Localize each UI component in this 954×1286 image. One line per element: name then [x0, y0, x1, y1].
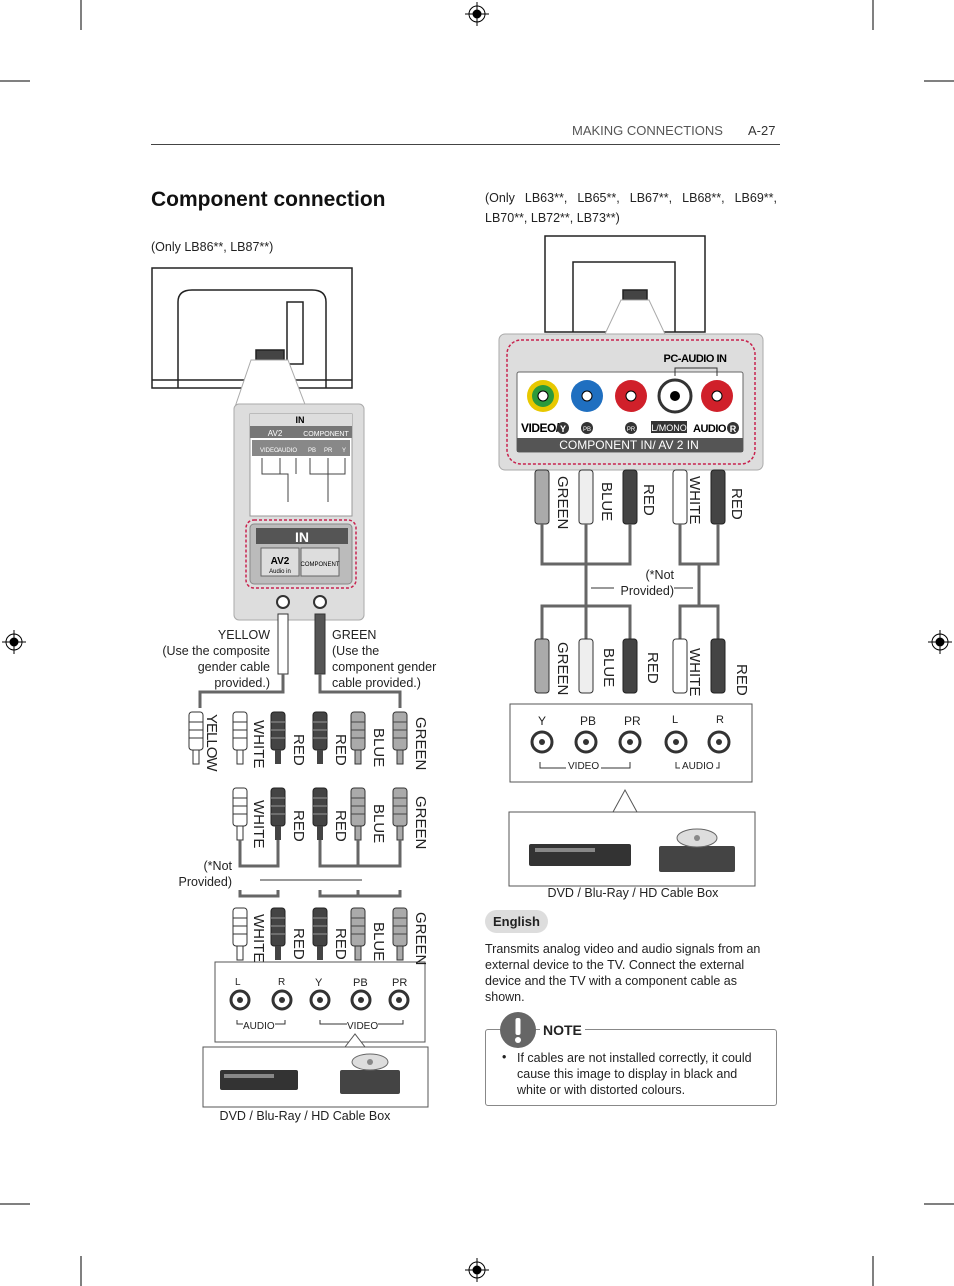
label-red: RED	[290, 810, 307, 842]
warning-icon	[500, 1012, 536, 1048]
plug-red	[270, 787, 286, 841]
dvd-player-icon	[529, 828, 735, 872]
svg-text:PB: PB	[583, 427, 591, 433]
label-white: WHITE	[250, 914, 267, 963]
svg-text:Y: Y	[342, 448, 346, 454]
label-green: GREEN	[412, 912, 429, 966]
label-green: GREEN	[412, 796, 429, 850]
label-blue: BLUE	[370, 804, 387, 844]
svg-text:Audio in: Audio in	[269, 569, 291, 575]
svg-text:PR: PR	[324, 448, 333, 454]
right-models: (Only LB63**, LB65**, LB67**, LB68**, LB…	[485, 191, 777, 225]
label-red: RED	[332, 734, 349, 766]
note-box	[485, 1029, 777, 1106]
svg-text:COMPONENT: COMPONENT	[303, 431, 349, 438]
right-diagram: COMPONENT IN/ AV 2 IN PC-AUDIO IN VIDEO/…	[498, 235, 764, 887]
svg-text:VIDEO/: VIDEO/	[521, 421, 560, 435]
svg-text:AUDIO: AUDIO	[278, 448, 297, 454]
plug-green	[392, 711, 408, 765]
label-green: GREEN	[554, 476, 571, 530]
plug-red	[270, 907, 286, 961]
svg-text:PC-AUDIO IN: PC-AUDIO IN	[664, 353, 728, 365]
svg-text:L/MONO: L/MONO	[651, 423, 687, 433]
label-white: WHITE	[686, 476, 703, 525]
plug-red	[312, 711, 328, 765]
plug-red	[270, 711, 286, 765]
panel-jacks-right	[527, 378, 733, 414]
page-number: A-27	[748, 123, 776, 138]
label-red: RED	[728, 488, 745, 520]
plug-green	[392, 787, 408, 841]
dvd-player-icon	[220, 1053, 400, 1094]
description: Transmits analog video and audio signals…	[485, 942, 761, 1004]
label-blue: BLUE	[370, 728, 387, 768]
plug-yellow	[188, 711, 204, 765]
panel-bar: COMPONENT IN/ AV 2 IN	[559, 438, 699, 452]
svg-text:AUDIO: AUDIO	[693, 423, 727, 435]
plug-white	[232, 787, 248, 841]
svg-text:PB: PB	[308, 448, 316, 454]
note-bullet: •	[502, 1050, 507, 1064]
language-badge: English	[485, 910, 548, 933]
plug-red	[312, 787, 328, 841]
left-device-caption: DVD / Blu-Ray / HD Cable Box	[219, 1109, 391, 1123]
plug-white	[232, 907, 248, 961]
label-yellow: YELLOW	[203, 714, 220, 771]
tv-back-right	[544, 235, 706, 333]
label-green: GREEN	[554, 642, 571, 696]
svg-text:AV2: AV2	[271, 556, 290, 567]
label-white: WHITE	[250, 800, 267, 849]
plug-white	[232, 711, 248, 765]
device-jacks-left: L R Y PB PR AUDIO VIDEO	[215, 968, 425, 1040]
header-rule	[151, 144, 780, 145]
plug-green	[392, 907, 408, 961]
left-diagram: IN AV2 COMPONENT VIDEO AUDIO PB PR Y IN …	[151, 267, 429, 1108]
svg-text:AV2: AV2	[268, 429, 283, 438]
panel-jacks	[276, 595, 327, 609]
label-red: RED	[290, 734, 307, 766]
dashed-highlight	[506, 339, 756, 465]
label-white: WHITE	[686, 648, 703, 697]
left-models: (Only LB86**, LB87**)	[151, 240, 274, 254]
right-plugs-row2	[534, 638, 726, 694]
svg-text:VIDEO: VIDEO	[260, 448, 279, 454]
label-blue: BLUE	[600, 648, 617, 688]
svg-text:R: R	[730, 424, 737, 434]
note-item: If cables are not installed correctly, i…	[517, 1051, 752, 1097]
label-blue: BLUE	[370, 922, 387, 962]
right-plugs-row1	[534, 469, 726, 525]
header-section: MAKING CONNECTIONS	[572, 123, 723, 138]
svg-text:COMPONENT: COMPONENT	[301, 562, 340, 568]
page-title: Component connection	[151, 188, 386, 211]
dashed-highlight	[245, 519, 357, 589]
tv-back-left	[151, 267, 353, 389]
right-device-caption: DVD / Blu-Ray / HD Cable Box	[547, 886, 719, 900]
label-red: RED	[290, 928, 307, 960]
svg-text:PR: PR	[627, 427, 636, 433]
label-red: RED	[644, 652, 661, 684]
left-connectors	[188, 711, 408, 961]
label-red: RED	[733, 664, 750, 696]
label-blue: BLUE	[598, 482, 615, 522]
plug-blue	[350, 907, 366, 961]
plug-red	[312, 907, 328, 961]
svg-text:Y: Y	[560, 424, 566, 434]
label-white: WHITE	[250, 720, 267, 769]
label-red: RED	[332, 810, 349, 842]
plug-blue	[350, 711, 366, 765]
label-red: RED	[332, 928, 349, 960]
label-red: RED	[640, 484, 657, 516]
label-green: GREEN	[412, 717, 429, 771]
panel-in-label: IN	[296, 415, 305, 425]
plug-blue	[350, 787, 366, 841]
note-title: NOTE	[540, 1022, 585, 1038]
svg-text:IN: IN	[295, 529, 309, 545]
